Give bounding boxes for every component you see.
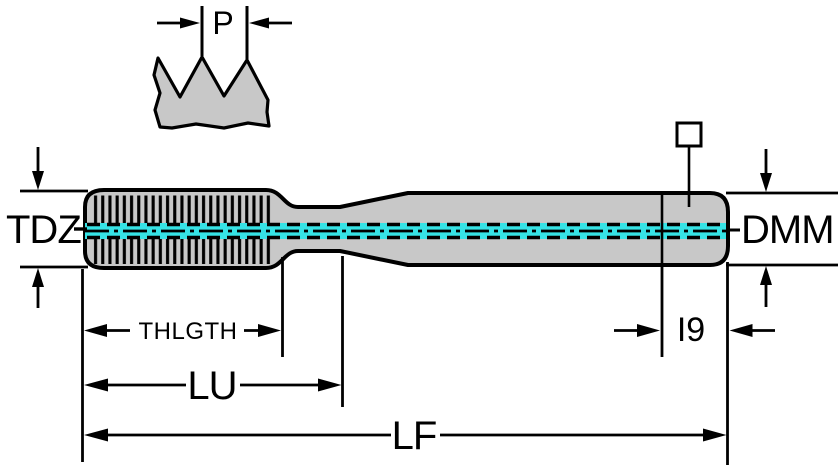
dimension-dmm: DMM (726, 149, 838, 307)
tdz-label: TDZ (6, 208, 81, 252)
dimension-lu: LU (84, 364, 342, 408)
dimension-thlgth: THLGTH (84, 318, 281, 345)
lf-label: LF (392, 414, 437, 458)
dimension-tdz: TDZ (6, 147, 88, 308)
tdz-arrow-up (32, 268, 44, 308)
thlgth-label: THLGTH (139, 318, 238, 345)
dimension-lf: LF (84, 414, 727, 458)
extension-lines (81, 256, 729, 465)
pitch-label: P (212, 5, 233, 41)
pitch-arrow-right (249, 17, 292, 29)
thread-profile-shape (152, 55, 271, 130)
i9-label: I9 (677, 311, 705, 349)
thread-hatch-upper (93, 195, 272, 223)
tdz-arrow-down (32, 147, 44, 190)
thread-profile-detail: P (152, 5, 292, 130)
dmm-arrow-up (760, 266, 772, 307)
thread-hatch-lower (93, 238, 272, 264)
dimension-i9: I9 (614, 311, 775, 349)
dmm-label: DMM (741, 208, 834, 252)
dmm-arrow-down (760, 149, 772, 192)
square-drive-icon (675, 121, 703, 148)
tap-body (83, 121, 730, 270)
pitch-arrow-left (157, 17, 200, 29)
lu-label: LU (187, 364, 236, 408)
